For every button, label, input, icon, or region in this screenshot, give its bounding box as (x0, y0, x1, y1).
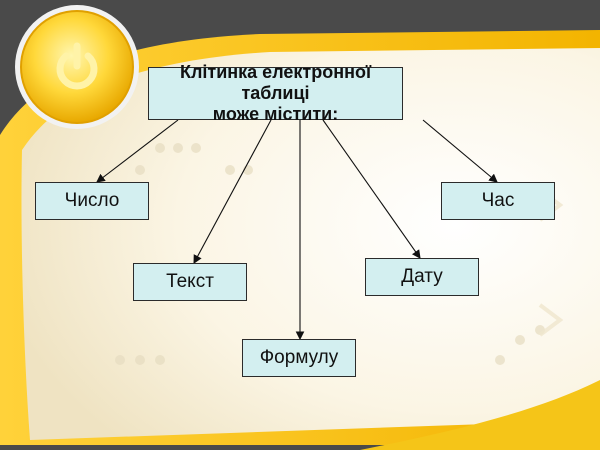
node-label: Дату (401, 266, 443, 287)
power-icon (56, 42, 98, 90)
root-text-line-1: Клітинка електронної таблиці (179, 62, 372, 103)
node-label: Число (64, 190, 120, 211)
node-label: Час (481, 190, 515, 211)
arrow-to-datu (322, 119, 421, 259)
arrow-to-tekst (193, 119, 272, 264)
node-formulu: Формулу (242, 339, 356, 377)
arrow-to-chyslo (96, 119, 179, 183)
node-tekst: Текст (133, 263, 247, 301)
node-label: Формулу (259, 347, 339, 368)
diagram-root-node: Клітинка електронної таблиці може містит… (148, 62, 403, 124)
node-label: Текст (166, 271, 214, 292)
arrow-to-chas (422, 119, 498, 183)
node-chyslo: Число (35, 182, 149, 220)
root-text-line-2: може містити: (212, 104, 339, 124)
node-datu: Дату (365, 258, 479, 296)
node-chas: Час (441, 182, 555, 220)
